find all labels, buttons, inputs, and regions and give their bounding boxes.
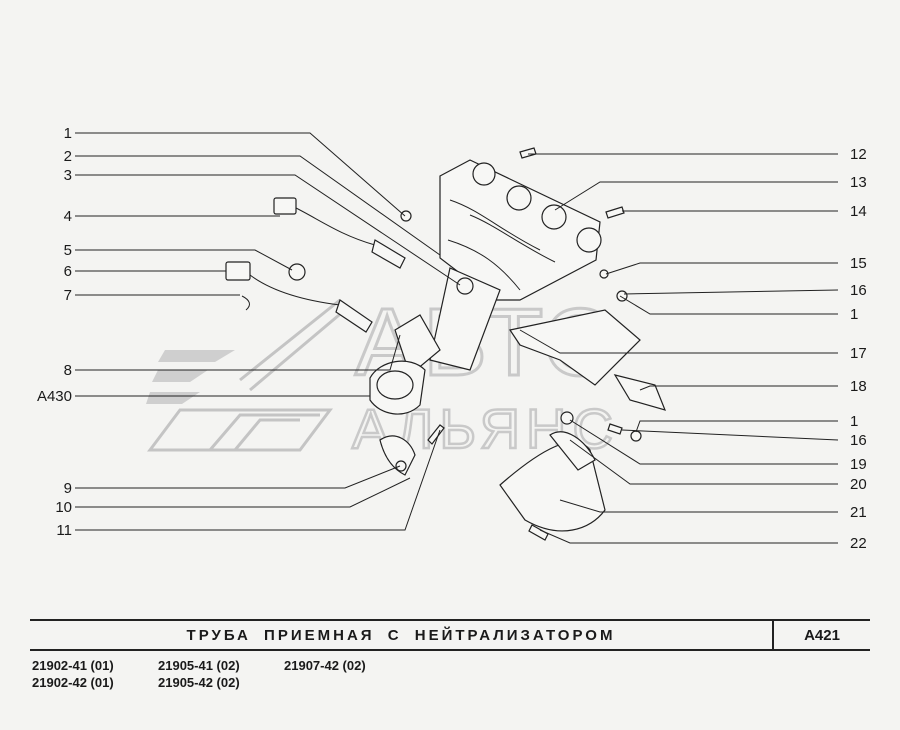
- callout-number: 18: [850, 378, 867, 395]
- model-code: 21902-41 (01): [32, 658, 114, 673]
- callout-number: 15: [850, 255, 867, 272]
- callout-number: 7: [64, 287, 72, 304]
- exhaust-manifold: [429, 159, 602, 371]
- exploded-parts-diagram: АВТО АЛЬЯНС: [37, 125, 867, 552]
- callout-number: 8: [64, 362, 72, 379]
- callout-number: 4: [64, 208, 72, 225]
- oxygen-sensor-upper: [273, 197, 406, 269]
- watermark-logo: [146, 298, 346, 452]
- callout-number: 1: [850, 413, 858, 430]
- leader-lines: [75, 132, 839, 544]
- model-list: 21902-41 (01) 21905-41 (02) 21907-42 (02…: [32, 658, 410, 690]
- callout-number: 1: [850, 306, 858, 323]
- model-code: 21905-41 (02): [158, 658, 240, 673]
- diagram-title: ТРУБА ПРИЕМНАЯ С НЕЙТРАЛИЗАТОРОМ: [186, 626, 616, 644]
- callout-number: 22: [850, 535, 867, 552]
- right-callouts: 12 13 14 15 16 1 17 18 1 16 19 20 21 22: [850, 146, 867, 552]
- callout-number: 2: [64, 148, 72, 165]
- callout-number: 5: [64, 242, 72, 259]
- callout-number: 6: [64, 263, 72, 280]
- callout-number: 10: [55, 499, 72, 516]
- callout-number: 17: [850, 345, 867, 362]
- diagram-code: A421: [804, 626, 840, 644]
- fasteners: [288, 147, 642, 541]
- callout-number: 21: [850, 504, 867, 521]
- callout-number: 16: [850, 432, 867, 449]
- callout-number: 3: [64, 167, 72, 184]
- callout-number: 1: [64, 125, 72, 142]
- model-code: 21905-42 (02): [158, 675, 240, 690]
- callout-number: 16: [850, 282, 867, 299]
- callout-number: 14: [850, 203, 867, 220]
- model-code: 21902-42 (01): [32, 675, 114, 690]
- callout-number: 13: [850, 174, 867, 191]
- heat-shield-lower: [499, 431, 606, 532]
- heat-shield-upper: [509, 309, 667, 411]
- callout-number: 20: [850, 476, 867, 493]
- callout-number: 19: [850, 456, 867, 473]
- callout-number: 11: [56, 522, 72, 539]
- callout-number: 12: [850, 146, 867, 163]
- model-code: [284, 675, 410, 690]
- title-divider: [772, 621, 774, 649]
- title-bar: ТРУБА ПРИЕМНАЯ С НЕЙТРАЛИЗАТОРОМ A421: [30, 619, 870, 651]
- callout-number: 9: [64, 480, 72, 497]
- callout-number: A430: [37, 388, 72, 405]
- catalytic-converter: [369, 314, 441, 476]
- model-code: 21907-42 (02): [284, 658, 366, 673]
